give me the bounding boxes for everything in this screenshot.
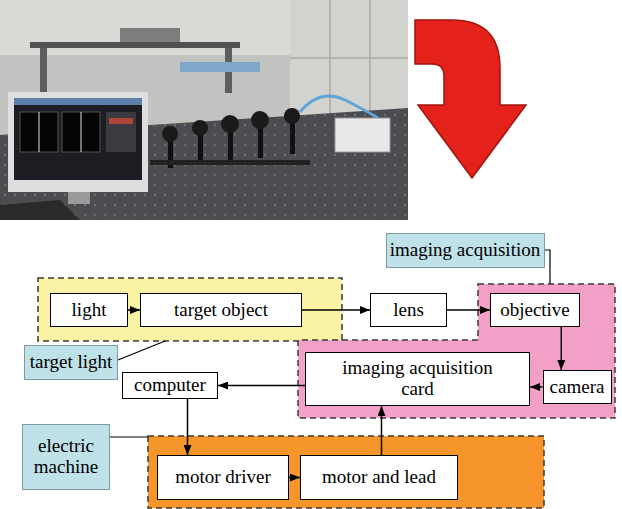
photo-rail — [150, 160, 310, 165]
photo-device — [335, 118, 390, 152]
photo-post — [228, 130, 233, 162]
region-outline — [298, 284, 615, 418]
box-label: motor driver — [175, 467, 271, 488]
region-outline — [148, 436, 544, 508]
red-curved-arrow — [415, 20, 526, 178]
box-label: target object — [174, 300, 268, 321]
region-outline — [38, 278, 342, 341]
flow-arrow — [128, 309, 140, 311]
process-box: lens — [370, 293, 447, 327]
photo-wall — [0, 0, 408, 220]
process-box: target object — [140, 293, 302, 327]
photo-screen-view — [62, 112, 100, 152]
flow-arrow — [187, 399, 189, 455]
callout-box: imaging acquisition — [386, 233, 545, 268]
process-box: motor driver — [157, 455, 289, 500]
box-label: camera — [550, 377, 605, 398]
flow-arrow — [447, 309, 490, 311]
box-label: imaging acquisition — [390, 240, 540, 261]
photo-screen-button — [109, 118, 133, 124]
photo-screen-panel — [106, 112, 136, 152]
photo-mount — [162, 126, 178, 142]
box-label: motor and lead — [322, 467, 436, 488]
photo-mount — [284, 108, 300, 124]
process-box: objective — [490, 293, 580, 327]
box-label: lens — [393, 300, 424, 321]
photo-mount — [251, 111, 269, 129]
photo-screen-view — [20, 112, 58, 152]
process-box: motor and lead — [300, 455, 458, 500]
flow-arrow — [530, 386, 543, 388]
lab-photo — [0, 0, 408, 220]
box-label: electric machine — [26, 436, 106, 478]
photo-monitor-stand — [68, 192, 90, 204]
photo-post — [198, 132, 203, 164]
flow-arrow — [289, 477, 300, 479]
photo-keyboard — [0, 200, 80, 220]
box-label: objective — [500, 300, 570, 321]
photo-blue-tray — [180, 62, 260, 72]
photo-bench-leg — [40, 48, 47, 93]
photo-crosshair — [81, 112, 82, 152]
photo-mount — [221, 115, 239, 133]
leader-line — [118, 341, 165, 360]
flow-arrow — [302, 309, 370, 311]
flow-arrow — [381, 406, 383, 455]
photo-monitor-screen — [14, 98, 142, 180]
process-box: computer — [122, 372, 218, 399]
photo-post — [258, 126, 263, 158]
flow-arrow — [218, 385, 305, 387]
photo-bench — [30, 42, 240, 48]
callout-box: target light — [24, 345, 118, 380]
box-label: target light — [30, 352, 113, 373]
photo-crosshair — [39, 112, 40, 152]
leader-line — [110, 436, 148, 437]
dashed-group-region: target lightlighttarget object — [38, 278, 342, 341]
process-box: camera — [543, 370, 612, 404]
photo-mount — [192, 120, 208, 136]
photo-wall-upper — [0, 0, 290, 55]
photo-instrument — [120, 28, 180, 42]
dashed-group-region: imaging acquisitionobjectiveimaging acqu… — [298, 284, 615, 418]
flow-arrow — [561, 327, 563, 370]
process-box: imaging acquisition card — [305, 352, 530, 406]
callout-box: electric machine — [22, 424, 110, 490]
photo-window-bar — [14, 98, 142, 105]
photo-tube — [300, 96, 378, 118]
box-label: imaging acquisition card — [333, 358, 503, 400]
dashed-group-region: electric machinemotor drivermotor and le… — [148, 436, 544, 508]
process-box: light — [50, 293, 128, 327]
photo-cabinet-seam — [290, 57, 408, 59]
box-label: computer — [134, 375, 206, 396]
photo-post — [290, 122, 295, 154]
photo-monitor — [8, 92, 148, 192]
box-label: light — [72, 300, 107, 321]
photo-cabinet — [290, 0, 408, 115]
